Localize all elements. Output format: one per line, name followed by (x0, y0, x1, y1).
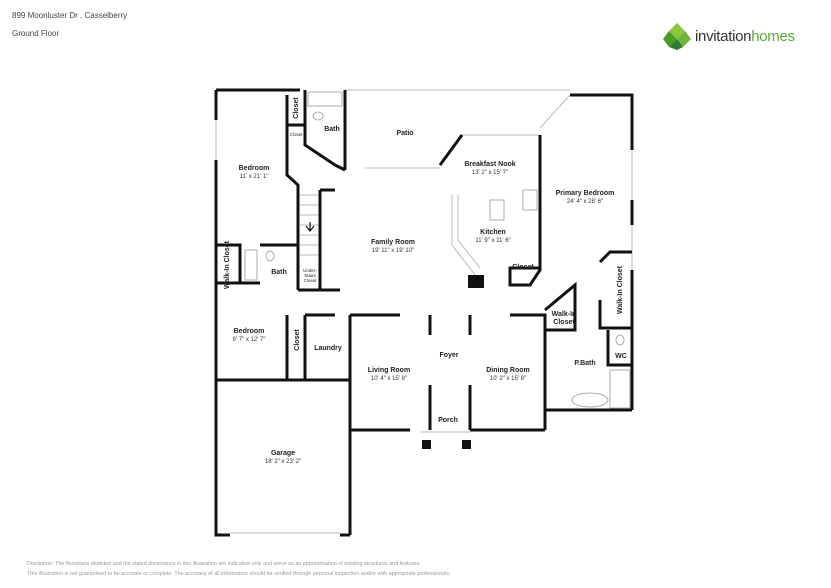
room-walk-in-closet-2: Walk-In Closet (617, 265, 624, 314)
stairs-down-arrow-icon (305, 222, 315, 232)
svg-text:Bedroom: Bedroom (234, 328, 265, 335)
room-walk-in-closet-1: Walk-In Closet (224, 240, 231, 289)
svg-text:19' 11" x 19' 10": 19' 11" x 19' 10" (372, 248, 414, 254)
svg-text:9' 7" x 12' 7": 9' 7" x 12' 7" (233, 337, 266, 343)
room-under-stairs-closet: Under- Stairs Closet (303, 268, 317, 283)
svg-text:Family Room: Family Room (371, 239, 415, 246)
room-wc: WC (615, 353, 627, 360)
svg-text:Bedroom: Bedroom (239, 165, 270, 172)
disclaimer-line-2: This illustration is not guaranteed to b… (27, 571, 451, 577)
svg-text:Closet: Closet (304, 278, 318, 283)
room-porch: Porch (438, 417, 458, 424)
disclaimer-line-1: Disclaimer: The floorplans depicted and … (27, 561, 421, 567)
room-patio: Patio (396, 130, 413, 137)
svg-text:Living Room: Living Room (368, 367, 410, 374)
room-walk-in-closet-3: Walk-In Closet (552, 311, 577, 326)
room-closet-small: Closet (290, 132, 304, 137)
svg-text:Stairs: Stairs (304, 273, 316, 278)
property-address: 899 Moonluster Dr , Casselberry (12, 11, 128, 20)
svg-text:24' 4" x 28' 6": 24' 4" x 28' 6" (567, 199, 603, 205)
room-bedroom-2: Bedroom 9' 7" x 12' 7" (233, 328, 266, 343)
room-primary-bedroom: Primary Bedroom 24' 4" x 28' 6" (556, 190, 615, 205)
room-family-room: Family Room 19' 11" x 19' 10" (371, 239, 415, 254)
room-foyer: Foyer (439, 352, 458, 359)
room-closet-kitchen: Closet (512, 264, 534, 271)
svg-text:11' x 21' 1": 11' x 21' 1" (240, 174, 269, 180)
room-breakfast-nook: Breakfast Nook 13' 2" x 15' 7" (464, 161, 515, 176)
svg-text:Walk-In: Walk-In (552, 311, 577, 318)
svg-text:Breakfast Nook: Breakfast Nook (464, 161, 515, 168)
room-garage: Garage 18' 2" x 23' 2" (265, 450, 301, 465)
floor-label: Ground Floor (12, 29, 60, 38)
svg-text:Garage: Garage (271, 450, 295, 457)
room-laundry: Laundry (314, 345, 342, 352)
room-bedroom-1: Bedroom 11' x 21' 1" (239, 165, 270, 180)
room-dining-room: Dining Room 10' 2" x 15' 8" (486, 367, 530, 382)
svg-text:18' 2" x 23' 2": 18' 2" x 23' 2" (265, 459, 301, 465)
svg-text:Dining Room: Dining Room (486, 367, 530, 374)
room-primary-bath: P.Bath (574, 360, 595, 367)
svg-text:Primary Bedroom: Primary Bedroom (556, 190, 615, 197)
svg-text:11' 9" x 11' 6": 11' 9" x 11' 6" (475, 238, 510, 244)
svg-text:Kitchen: Kitchen (480, 229, 506, 236)
svg-text:Under-: Under- (303, 268, 317, 273)
invitation-homes-logo: invitationhomes (663, 22, 795, 50)
fixtures (215, 89, 633, 534)
room-bath-1: Bath (324, 126, 340, 133)
room-living-room: Living Room 10' 4" x 15' 8" (368, 367, 410, 382)
walls (214, 88, 634, 537)
room-kitchen: Kitchen 11' 9" x 11' 6" (475, 229, 510, 244)
svg-text:Closet: Closet (553, 319, 575, 326)
room-bath-2: Bath (271, 269, 287, 276)
svg-text:13' 2" x 15' 7": 13' 2" x 15' 7" (472, 170, 508, 176)
svg-text:10' 4" x 15' 8": 10' 4" x 15' 8" (371, 376, 407, 382)
logo-mark-icon (663, 23, 691, 50)
room-closet-1: Closet (293, 97, 300, 119)
svg-text:10' 2" x 15' 8": 10' 2" x 15' 8" (490, 376, 526, 382)
logo-text: invitationhomes (695, 27, 795, 45)
room-closet-2: Closet (294, 329, 301, 351)
